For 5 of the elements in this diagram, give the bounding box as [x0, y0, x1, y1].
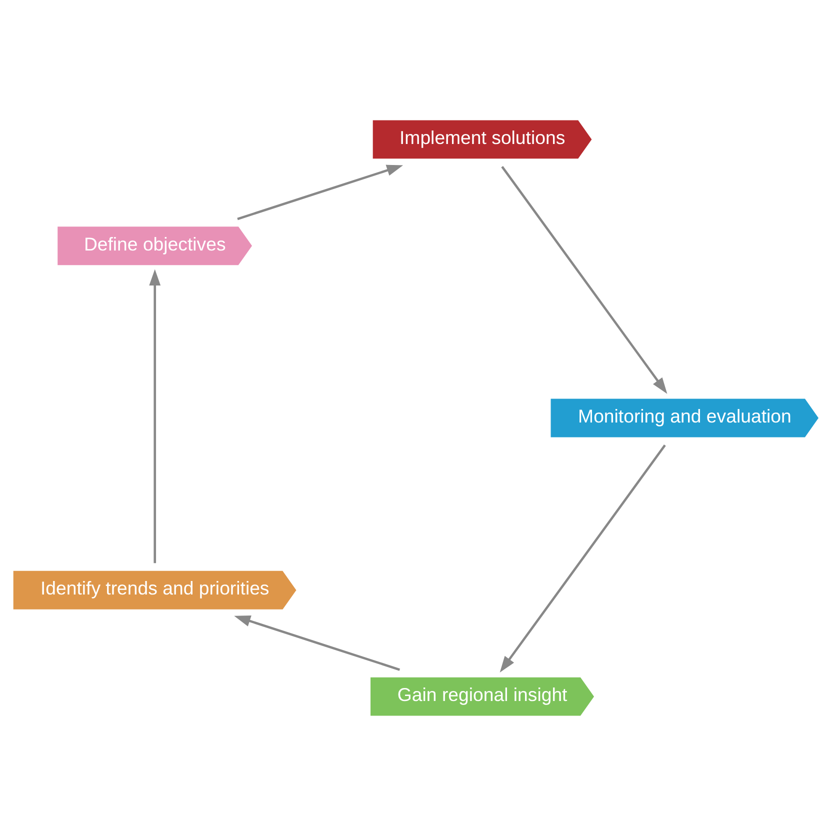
arrow: [237, 164, 404, 220]
arrow: [500, 444, 666, 672]
arrow: [501, 166, 668, 394]
arrow: [149, 269, 161, 564]
arrow: [234, 616, 400, 671]
